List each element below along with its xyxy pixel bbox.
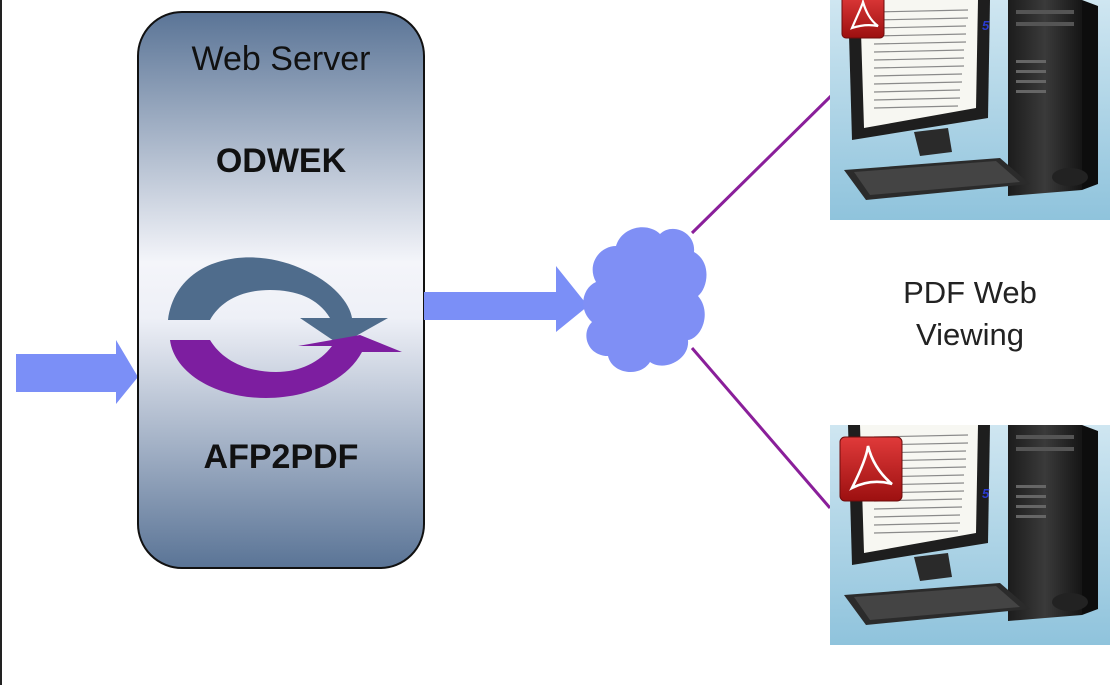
viewing-line-1: PDF Web: [903, 275, 1037, 310]
afp2pdf-label: AFP2PDF: [203, 438, 359, 476]
screen-page-badge: 5: [982, 486, 990, 501]
adobe-pdf-icon: [839, 436, 903, 502]
link-to-top-client: [690, 93, 834, 235]
pdf-web-viewing-label: PDF Web Viewing: [850, 272, 1090, 356]
output-arrow: [424, 266, 588, 332]
cloud-icon: [583, 227, 707, 373]
adobe-pdf-icon: [841, 0, 885, 39]
viewing-line-2: Viewing: [915, 317, 1024, 352]
link-to-bottom-client: [690, 347, 832, 509]
web-server-label: Web Server: [191, 40, 371, 78]
input-arrow: [16, 340, 138, 404]
refresh-cycle-icon: [168, 257, 402, 398]
odwek-label: ODWEK: [215, 142, 347, 180]
screen-page-badge: 5: [982, 18, 990, 33]
